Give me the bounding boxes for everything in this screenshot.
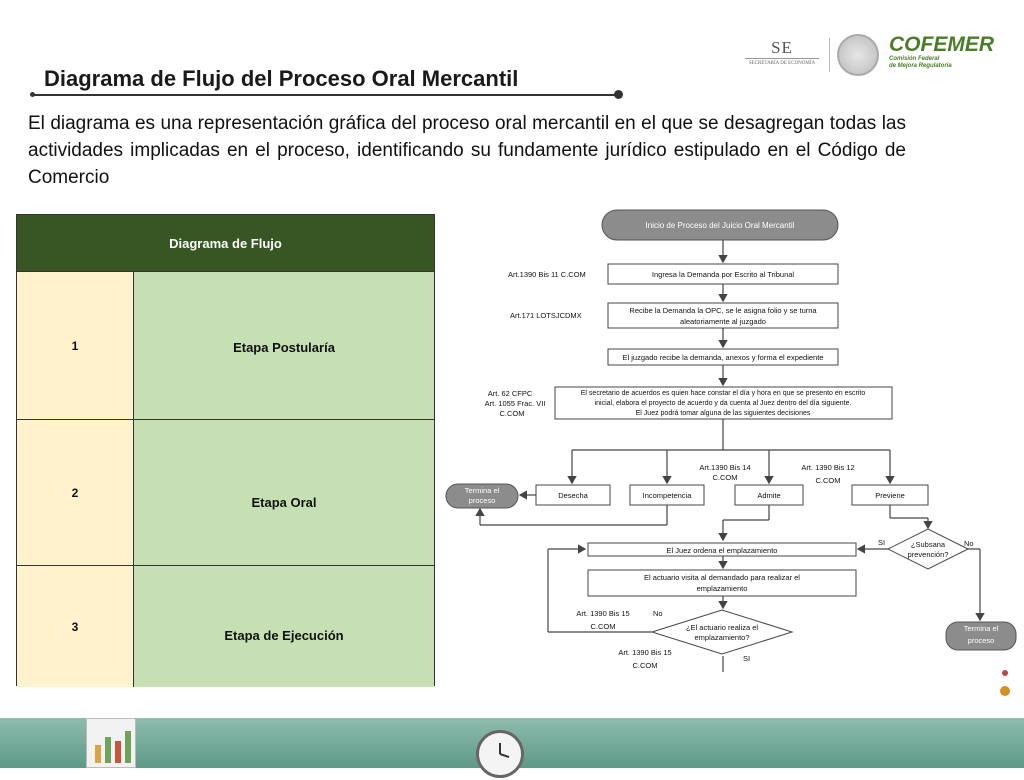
- flow-no: No: [964, 539, 974, 548]
- cofemer-subtitle-1: Comisión Federal: [889, 56, 940, 62]
- flow-ref-sec-1: Art. 62 CFPC: [488, 389, 533, 398]
- flow-ref-previene-1: Art. 1390 Bis 12: [801, 463, 854, 472]
- flow-no-2: No: [653, 609, 663, 618]
- logo-divider: [829, 38, 830, 72]
- flow-secretario-2: inicial, elabora el proyecto de acuerdo …: [595, 400, 852, 407]
- flow-ref-admite-2: C.COM: [713, 473, 738, 482]
- table-row: 3 Etapa de Ejecución: [17, 565, 434, 687]
- flow-ref-realiza-1: Art. 1390 Bis 15: [618, 648, 671, 657]
- flow-previene: Previene: [875, 491, 905, 500]
- flow-ref-actuario-1: Art. 1390 Bis 15: [576, 609, 629, 618]
- flow-ref-ingresa: Art.1390 Bis 11 C.COM: [508, 270, 586, 279]
- flow-ref-sec-3: C.COM: [500, 409, 525, 418]
- flow-realiza-1: ¿El actuario realiza el: [686, 623, 758, 632]
- row-number: 3: [17, 566, 134, 687]
- row-number: 1: [17, 272, 134, 420]
- row-number: 2: [17, 420, 134, 566]
- cofemer-logo: COFEMER Comisión Federal de Mejora Regul…: [889, 33, 994, 72]
- cofemer-subtitle-2: de Mejora Regulatoria: [889, 63, 952, 69]
- title-underline: [32, 94, 618, 96]
- flow-realiza-2: emplazamiento?: [694, 633, 749, 642]
- flow-recibe-1: Recibe la Demanda la OPC, se le asigna f…: [629, 306, 817, 315]
- clock-icon: [476, 730, 524, 778]
- flow-emplazamiento: El Juez ordena el emplazamiento: [667, 546, 778, 555]
- flow-termina-2: proceso: [469, 496, 496, 505]
- description-paragraph: El diagrama es una representación gráfic…: [28, 113, 906, 188]
- table-row: 2 Etapa Oral: [17, 419, 434, 566]
- decorative-dot: [1002, 670, 1008, 676]
- title-underline-dot-left: [30, 92, 35, 97]
- flow-desecha: Desecha: [558, 491, 588, 500]
- flow-ref-admite-1: Art.1390 Bis 14: [699, 463, 750, 472]
- page-title: Diagrama de Flujo del Proceso Oral Merca…: [44, 66, 519, 91]
- title-underline-dot: [614, 90, 623, 99]
- table-row: 1 Etapa Postularía: [17, 271, 434, 420]
- flowchart: Inicio de Proceso del Juicio Oral Mercan…: [445, 209, 1017, 672]
- flow-termina-1: Termina el: [465, 486, 500, 495]
- flow-si-2: SI: [743, 654, 750, 663]
- flow-ref-recibe: Art.171 LOTSJCDMX: [510, 311, 582, 320]
- row-stage-label: Etapa Oral: [251, 495, 317, 510]
- flow-ingresa: Ingresa la Demanda por Escrito al Tribun…: [652, 270, 794, 279]
- decorative-dot: [1000, 686, 1010, 696]
- flow-ref-sec-2: Art. 1055 Frac. VII: [485, 399, 546, 408]
- flow-recibe-2: aleatoriamente al juzgado: [680, 317, 766, 326]
- flow-secretario-1: El secretario de acuerdos es quien hace …: [581, 390, 866, 397]
- flow-actuario-2: emplazamiento: [697, 584, 748, 593]
- flow-juzgado: El juzgado recibe la demanda, anexos y f…: [623, 353, 824, 362]
- stages-table: Diagrama de Flujo 1 Etapa Postularía 2 E…: [16, 214, 435, 687]
- flow-ref-previene-2: C.COM: [816, 476, 841, 485]
- stages-table-header: Diagrama de Flujo: [17, 215, 434, 271]
- row-stage-label: Etapa de Ejecución: [224, 628, 344, 643]
- row-stage: Etapa de Ejecución: [134, 566, 434, 687]
- flow-start: Inicio de Proceso del Juicio Oral Mercan…: [646, 221, 795, 230]
- row-stage: Etapa Postularía: [134, 272, 434, 420]
- flow-ref-actuario-2: C.COM: [591, 622, 616, 631]
- national-seal-icon: [837, 34, 879, 76]
- se-logo-text: SE: [771, 38, 793, 57]
- row-stage-label: Etapa Postularía: [233, 340, 335, 355]
- se-logo-subtitle: SECRETARÍA DE ECONOMÍA: [745, 58, 819, 66]
- flow-si: SI: [878, 538, 885, 547]
- flow-incompetencia: Incompetencia: [643, 491, 693, 500]
- flow-admite: Admite: [757, 491, 780, 500]
- flow-termina-b-1: Termina el: [964, 624, 999, 633]
- flow-ref-realiza-2: C.COM: [633, 661, 658, 670]
- cofemer-logo-text: COFEMER: [889, 33, 994, 56]
- chart-icon: [86, 718, 136, 768]
- flow-secretario-3: El Juez podrá tomar alguna de las siguie…: [636, 410, 811, 417]
- row-stage: Etapa Oral: [134, 420, 434, 566]
- flow-subsana-1: ¿Subsana: [911, 540, 946, 549]
- se-logo: SE SECRETARÍA DE ECONOMÍA: [745, 38, 819, 70]
- flow-actuario-1: El actuario visita al demandado para rea…: [644, 573, 800, 582]
- flow-subsana-2: prevención?: [908, 550, 949, 559]
- flow-termina-b-2: proceso: [968, 636, 995, 645]
